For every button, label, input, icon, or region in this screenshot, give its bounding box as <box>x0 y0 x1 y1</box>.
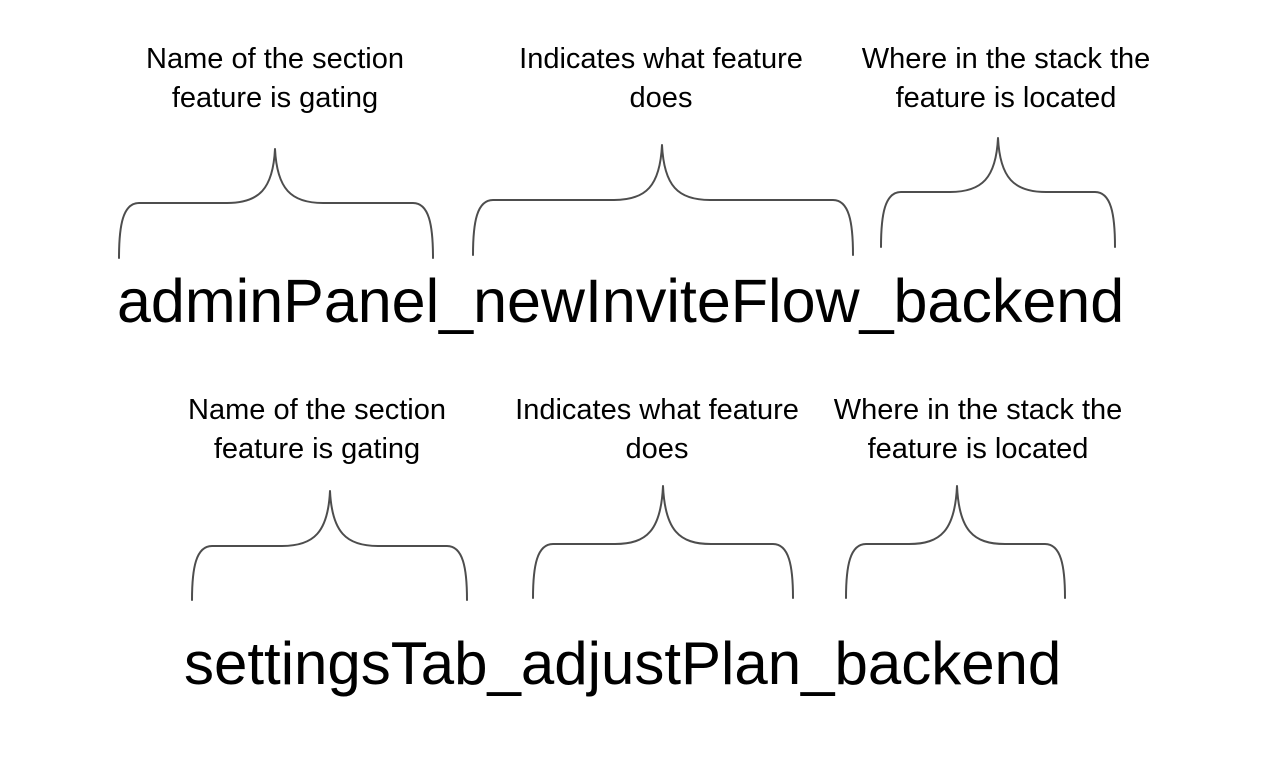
annotation-label-line: Where in the stack the <box>861 43 1151 75</box>
feature-flag-name: settingsTab_adjustPlan_backend <box>184 630 1062 697</box>
annotation-label-line: feature is gating <box>171 82 379 114</box>
feature-flag-name: adminPanel_newInviteFlow_backend <box>117 267 1125 335</box>
brace-stack-segment <box>880 137 1116 248</box>
annotation-label-stack: Where in the stack the feature is locate… <box>862 40 1151 118</box>
brace-section-segment <box>118 148 434 259</box>
brace-feature-segment <box>472 144 854 256</box>
annotation-label-line: feature is located <box>895 82 1117 114</box>
annotation-label-line: feature is located <box>867 433 1089 465</box>
annotation-label-line: Where in the stack the <box>833 394 1123 426</box>
annotation-label-line: does <box>629 82 693 114</box>
annotation-label-line: Name of the section <box>188 394 446 426</box>
annotation-label-section: Name of the section feature is gating <box>146 40 404 118</box>
annotation-label-section: Name of the section feature is gating <box>188 391 446 469</box>
brace-section-segment <box>191 490 468 601</box>
example-2-braces <box>191 485 1066 601</box>
brace-feature-segment <box>532 485 794 599</box>
annotation-label-line: Indicates what feature <box>519 43 803 75</box>
brace-stack-segment <box>845 485 1066 599</box>
annotation-label-line: feature is gating <box>213 433 421 465</box>
annotation-label-line: Indicates what feature <box>515 394 799 426</box>
annotation-label-line: Name of the section <box>146 43 404 75</box>
example-1-braces <box>118 137 1116 259</box>
annotation-label-feature: Indicates what feature does <box>519 40 803 118</box>
annotation-label-line: does <box>625 433 689 465</box>
annotation-label-feature: Indicates what feature does <box>515 391 799 469</box>
annotation-label-stack: Where in the stack the feature is locate… <box>834 391 1123 469</box>
